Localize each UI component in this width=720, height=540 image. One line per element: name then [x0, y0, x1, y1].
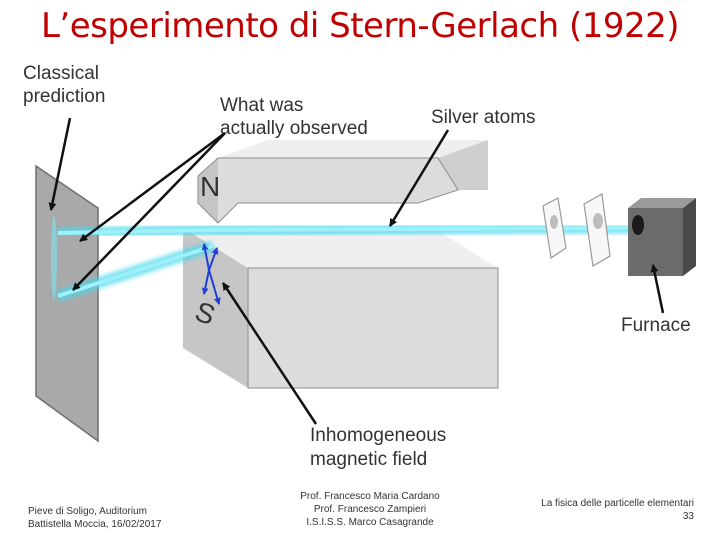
inhomogeneous-field-label-line1: Inhomogeneous — [310, 425, 446, 446]
footer-location-line1: Pieve di Soligo, Auditorium — [28, 506, 147, 517]
pointer-furnace — [650, 264, 665, 314]
pointer-classical — [48, 117, 72, 211]
what-was-observed-label-line1: What was — [220, 95, 303, 116]
collimator-plate — [583, 193, 611, 267]
magnet-south — [183, 228, 499, 389]
footer-course-title: La fisica delle particelle elementari — [541, 498, 694, 509]
magnet-north — [197, 140, 488, 224]
footer-author-line3: I.S.I.S.S. Marco Casagrande — [306, 517, 434, 528]
stern-gerlach-diagram: N S Classical prediction What was actual… — [23, 63, 696, 470]
north-pole-label: N — [200, 171, 220, 202]
footer-author-line2: Prof. Francesco Zampieri — [313, 504, 427, 515]
classical-prediction-label-line2: prediction — [23, 86, 105, 107]
classical-prediction-label-line1: Classical — [23, 63, 99, 84]
silver-atoms-label: Silver atoms — [431, 107, 536, 128]
pointer-field — [221, 282, 318, 425]
classical-prediction-smear — [51, 216, 57, 300]
field-arrows — [201, 243, 221, 305]
collimator-plate — [542, 197, 567, 260]
footer-location-line2: Battistella Moccia, 16/02/2017 — [28, 519, 162, 530]
footer-location: Pieve di Soligo, Auditorium Battistella … — [28, 505, 218, 531]
what-was-observed-label-line2: actually observed — [220, 118, 368, 139]
pointer-silver-atoms — [388, 129, 450, 227]
furnace-label: Furnace — [621, 315, 691, 336]
inhomogeneous-field-label-line2: magnetic field — [310, 449, 427, 470]
footer-authors: Prof. Francesco Maria Cardano Prof. Fran… — [260, 490, 480, 529]
page-number: 33 — [682, 511, 694, 522]
atom-beam — [56, 222, 639, 302]
slide-title: L’esperimento di Stern-Gerlach (1922) — [40, 6, 680, 46]
furnace — [628, 198, 696, 276]
footer-course: La fisica delle particelle elementari 33 — [508, 497, 694, 523]
pointer-observed-lower — [72, 132, 226, 291]
detector-screen — [35, 164, 99, 443]
pointer-observed-upper — [79, 131, 226, 243]
footer-author-line1: Prof. Francesco Maria Cardano — [300, 491, 440, 502]
